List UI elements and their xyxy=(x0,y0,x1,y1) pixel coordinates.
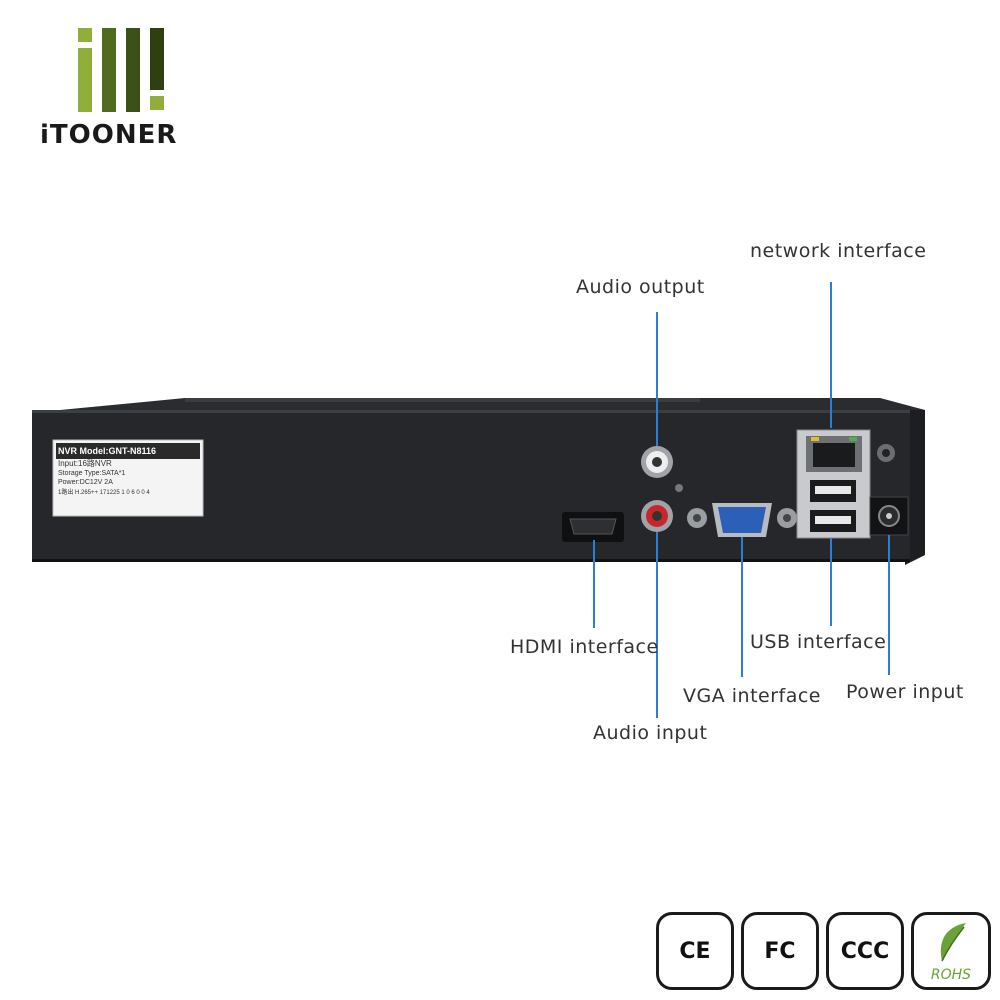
audio-output-port xyxy=(641,446,673,478)
hdmi-interface-label: HDMI interface xyxy=(510,636,659,658)
sticker-line: Input:16路NVR xyxy=(58,459,112,468)
rohs-text: ROHS xyxy=(930,967,972,983)
model-sticker xyxy=(52,439,204,517)
rohs-badge: ROHS xyxy=(911,912,991,990)
ccc-badge: CCC xyxy=(826,912,904,990)
sticker-model: NVR Model:GNT-N8116 xyxy=(58,446,157,456)
vga-port xyxy=(687,503,797,537)
ce-mark-icon: CE xyxy=(679,938,711,964)
usb-callout-line xyxy=(830,538,832,626)
ce-badge: CE xyxy=(656,912,734,990)
brand-logo: iTOONER xyxy=(38,26,198,156)
sticker-line: Power:DC12V 2A xyxy=(58,479,113,486)
network-callout-line xyxy=(830,282,832,428)
hdmi-callout-line xyxy=(593,540,595,628)
vga-interface-label: VGA interface xyxy=(683,685,821,707)
audio-input-callout-line xyxy=(656,532,658,718)
audio-output-callout-line xyxy=(656,312,658,446)
power-input-label: Power input xyxy=(846,681,964,703)
ccc-mark-icon: CCC xyxy=(840,938,890,964)
hdmi-port xyxy=(562,512,624,542)
fc-badge: FC xyxy=(741,912,819,990)
sticker-text: NVR Model:GNT-N8116 Input:16路NVR Storage… xyxy=(58,444,198,518)
sticker-line: 1路出 H.265++ 171225 1 0 6 0 0 4 xyxy=(58,490,150,496)
audio-output-label: Audio output xyxy=(576,276,705,298)
io-block xyxy=(796,429,871,539)
fc-mark-icon: FC xyxy=(764,938,796,964)
vga-callout-line xyxy=(741,537,743,677)
power-jack xyxy=(869,496,909,536)
brand-name: iTOONER xyxy=(40,120,178,150)
power-callout-line xyxy=(888,535,890,675)
audio-input-port xyxy=(641,500,673,532)
logo-mark-icon xyxy=(78,28,164,112)
leaf-icon xyxy=(940,923,966,962)
network-interface-label: network interface xyxy=(750,240,927,262)
usb-interface-label: USB interface xyxy=(750,631,887,653)
sticker-line: Storage Type:SATA*1 xyxy=(58,470,126,477)
audio-input-label: Audio input xyxy=(593,722,708,744)
